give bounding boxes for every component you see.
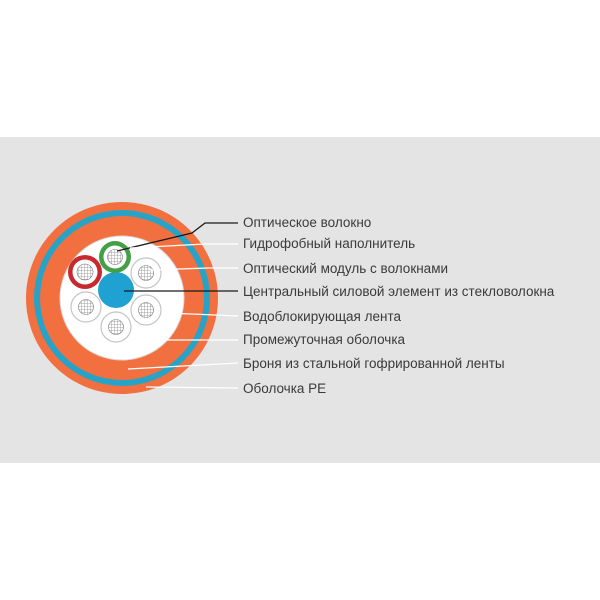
central-strength-member-core xyxy=(98,272,134,308)
optical-module-plain-4 xyxy=(70,291,102,323)
leader-line-steel-armor xyxy=(127,362,239,370)
leader-line-hydrophobic-filler xyxy=(129,243,238,249)
optical-module-green xyxy=(99,241,131,273)
label-optical-module: Оптический модуль с волокнами xyxy=(243,261,449,276)
label-water-blocking-tape: Водоблокирующая лента xyxy=(243,309,401,324)
optical-module-red xyxy=(68,255,102,289)
optical-module-plain-2 xyxy=(130,294,162,326)
label-central-strength-member: Центральный силовой элемент из стекловол… xyxy=(243,284,555,299)
optical-module-plain-1 xyxy=(130,257,162,289)
leader-line-optical-fiber xyxy=(116,222,238,252)
label-corrugated-steel-armor: Броня из стальной гофрированной ленты xyxy=(243,356,505,371)
label-hydrophobic-filler: Гидрофобный наполнитель xyxy=(243,236,416,251)
label-pe-sheath: Оболочка PE xyxy=(243,381,327,396)
leader-line-water-blocking-tape xyxy=(167,312,239,317)
leader-line-optical-module xyxy=(149,267,238,271)
label-intermediate-sheath: Промежуточная оболочка xyxy=(243,332,406,347)
label-optical-fiber: Оптическое волокно xyxy=(243,215,372,230)
leader-line-pe-sheath xyxy=(145,386,239,389)
optical-module-plain-3 xyxy=(100,311,132,343)
